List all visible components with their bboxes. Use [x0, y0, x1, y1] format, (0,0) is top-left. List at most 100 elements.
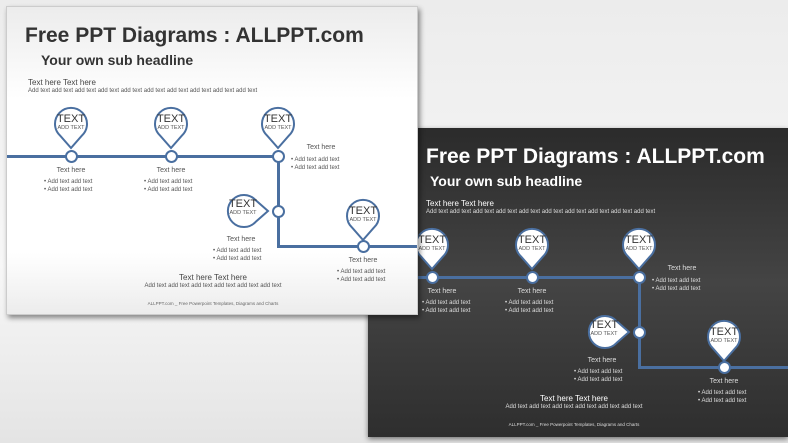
map-pin-icon	[258, 104, 298, 150]
pin-subtitle: ADD TEXT	[418, 246, 446, 252]
node-label: Text here	[156, 167, 186, 174]
timeline-node	[525, 270, 539, 284]
bullet-text: Add text add text	[294, 157, 340, 163]
timeline-line	[637, 275, 641, 369]
pin-title: TEXT	[228, 198, 258, 210]
bullet-text: Add text add text	[508, 300, 554, 306]
bullet-item: • Add text add text	[505, 307, 554, 314]
timeline-node	[425, 270, 439, 284]
bullet-text: Add text add text	[216, 255, 262, 262]
map-pin-icon	[704, 317, 744, 363]
intro-text: Add text add text add text add text add …	[426, 209, 656, 215]
timeline-node	[271, 149, 285, 163]
intro-heading: Text here Text here	[28, 78, 96, 87]
bullet-text: Add text add text	[47, 186, 93, 193]
bullet-text: Add text add text	[577, 376, 623, 383]
bullet-text: Add text add text	[216, 248, 262, 254]
bullet-text: Add text add text	[508, 307, 554, 314]
pin-subtitle: ADD TEXT	[625, 246, 653, 252]
bullet-text: Add text add text	[577, 369, 623, 375]
timeline-line	[276, 154, 280, 248]
bullet-text: Add text add text	[47, 179, 93, 185]
bullet-text: Add text add text	[655, 285, 701, 292]
bottom-heading: Text here Text here	[179, 273, 247, 282]
pin-subtitle: ADD TEXT	[349, 217, 377, 223]
pin-title: TEXT	[624, 234, 654, 246]
bullet-item: • Add text add text	[422, 307, 471, 314]
node-label: Text here	[306, 144, 336, 151]
bullet-text: Add text add text	[701, 390, 747, 396]
node-bullets: • Add text add text• Add text add text	[574, 369, 622, 384]
map-pin-icon	[619, 225, 659, 271]
bottom-heading: Text here Text here	[540, 394, 608, 403]
node-bullets: • Add text add text• Add text add text	[652, 278, 700, 293]
pin-title: TEXT	[417, 234, 447, 246]
node-label: Text here	[667, 265, 697, 272]
map-pin-icon	[585, 312, 631, 352]
map-pin-icon	[51, 104, 91, 150]
pin-subtitle: ADD TEXT	[57, 125, 85, 131]
node-bullets: • Add text add text• Add text add text	[422, 300, 470, 315]
node-bullets: • Add text add text• Add text add text	[698, 390, 746, 405]
bullet-text: Add text add text	[147, 186, 193, 193]
node-bullets: • Add text add text• Add text add text	[505, 300, 553, 315]
node-label: Text here	[348, 257, 378, 264]
bottom-text: Add text add text add text add text add …	[505, 404, 643, 410]
bullet-item: • Add text add text	[337, 276, 386, 283]
map-pin-icon	[343, 196, 383, 242]
timeline-line	[368, 275, 641, 279]
footer-text: ALLPPT.com _ Free Powerpoint Templates, …	[508, 422, 640, 427]
timeline-line	[7, 154, 280, 158]
intro-heading: Text here Text here	[426, 199, 494, 208]
timeline-node	[632, 270, 646, 284]
bullet-item: • Add text add text	[652, 278, 701, 284]
bullet-item: • Add text add text	[422, 300, 471, 306]
timeline-node	[64, 149, 78, 163]
pin-title: TEXT	[589, 319, 619, 331]
intro-text: Add text add text add text add text add …	[28, 88, 258, 94]
node-label: Text here	[517, 288, 547, 295]
bullet-item: • Add text add text	[574, 369, 623, 375]
slide-title: Free PPT Diagrams : ALLPPT.com	[25, 24, 364, 47]
node-bullets: • Add text add text• Add text add text	[44, 179, 92, 194]
timeline-node	[632, 325, 646, 339]
node-label: Text here	[56, 167, 86, 174]
pin-subtitle: ADD TEXT	[590, 331, 618, 337]
slide-subtitle: Your own sub headline	[41, 52, 194, 68]
bullet-item: • Add text add text	[291, 157, 340, 163]
bullet-text: Add text add text	[340, 276, 386, 283]
bullet-item: • Add text add text	[291, 164, 340, 171]
pin-title: TEXT	[709, 326, 739, 338]
node-bullets: • Add text add text• Add text add text	[144, 179, 192, 194]
pin-subtitle: ADD TEXT	[229, 210, 257, 216]
bullet-text: Add text add text	[425, 307, 471, 314]
timeline-node	[271, 204, 285, 218]
bullet-item: • Add text add text	[337, 269, 386, 275]
bullet-item: • Add text add text	[144, 186, 193, 193]
map-pin-icon	[151, 104, 191, 150]
bullet-item: • Add text add text	[698, 390, 747, 396]
slide-subtitle: Your own sub headline	[430, 173, 583, 189]
node-label: Text here	[427, 288, 457, 295]
bullet-item: • Add text add text	[652, 285, 701, 292]
bullet-text: Add text add text	[701, 397, 747, 404]
slide-title: Free PPT Diagrams : ALLPPT.com	[426, 145, 765, 168]
map-pin-icon	[224, 191, 270, 231]
bullet-item: • Add text add text	[213, 255, 262, 262]
pin-title: TEXT	[263, 113, 293, 125]
pin-title: TEXT	[156, 113, 186, 125]
bullet-text: Add text add text	[655, 278, 701, 284]
bullet-item: • Add text add text	[144, 179, 193, 185]
pin-subtitle: ADD TEXT	[264, 125, 292, 131]
pin-title: TEXT	[517, 234, 547, 246]
bullet-item: • Add text add text	[44, 186, 93, 193]
slide-light: Free PPT Diagrams : ALLPPT.com Your own …	[6, 6, 418, 315]
node-label: Text here	[226, 236, 256, 243]
slide-dark: Free PPT Diagrams : ALLPPT.com Your own …	[368, 128, 788, 437]
pin-subtitle: ADD TEXT	[710, 338, 738, 344]
